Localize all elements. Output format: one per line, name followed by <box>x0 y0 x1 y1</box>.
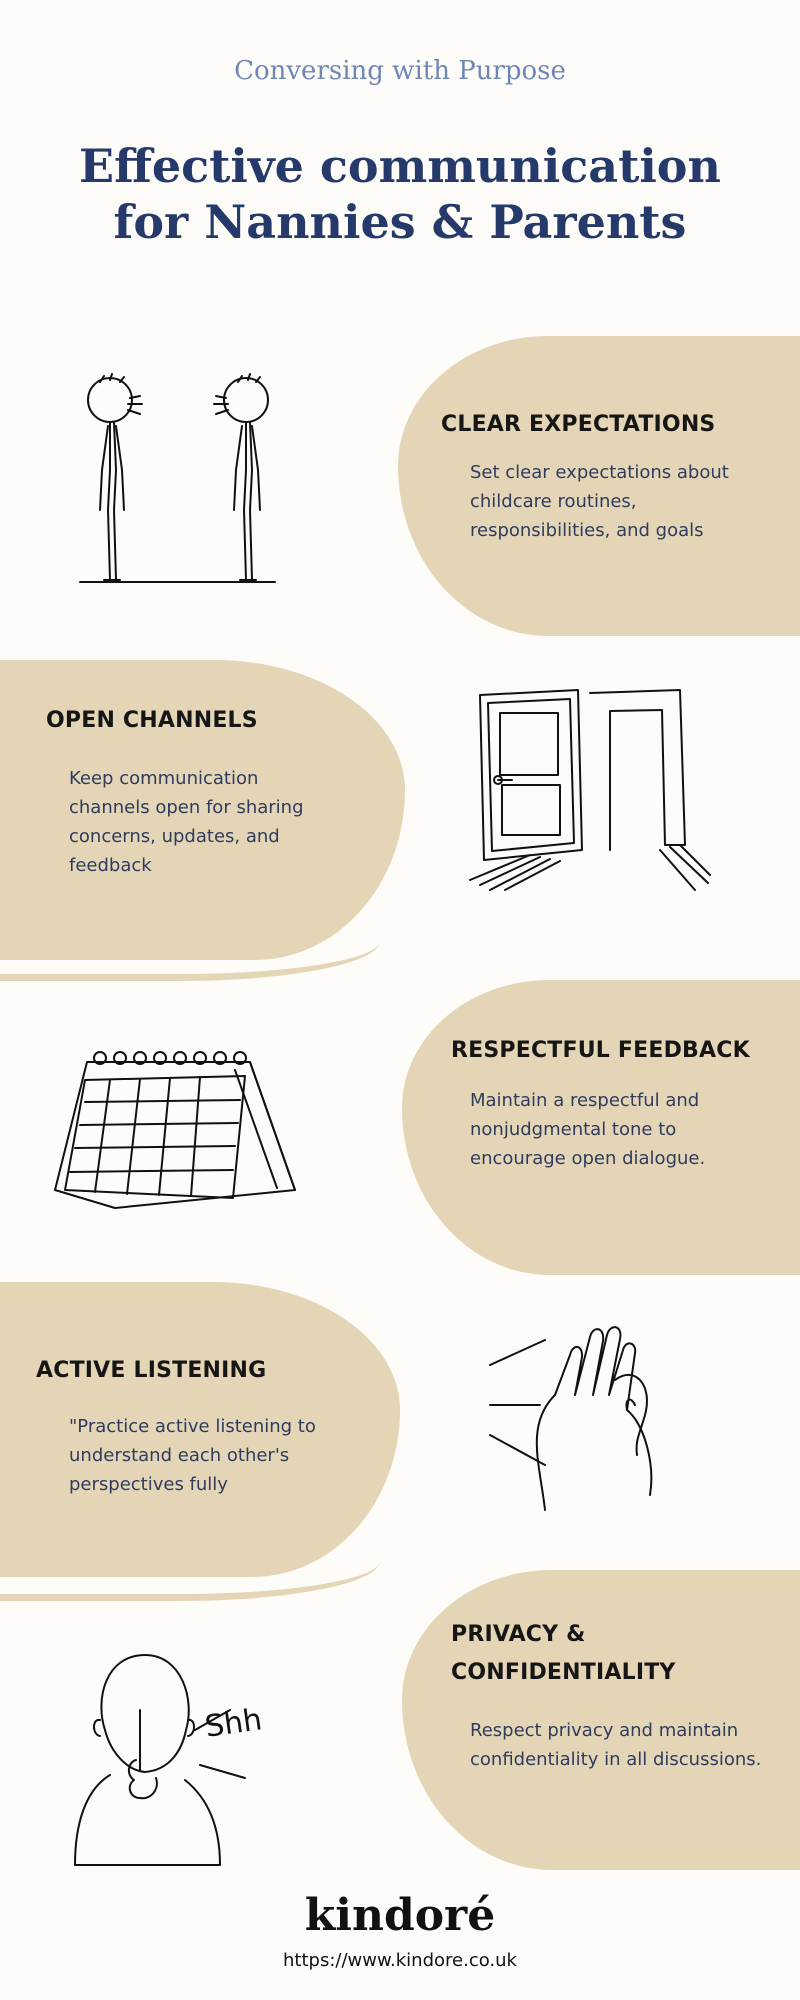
section-heading-privacy: PRIVACY & CONFIDENTIALITY <box>451 1622 676 1685</box>
open-door-icon <box>469 689 711 891</box>
section-text-respectful-feedback: Maintain a respectful and nonjudgmental … <box>470 1090 706 1169</box>
section-respectful-feedback-card <box>402 980 800 1275</box>
two-people-talking-icon <box>79 373 276 583</box>
section-active-listening-card <box>0 1282 400 1577</box>
section-privacy-card <box>402 1570 800 1870</box>
footer-url-link[interactable]: https://www.kindore.co.uk <box>283 1950 517 1971</box>
section-heading-active-listening: ACTIVE LISTENING <box>36 1358 267 1383</box>
section-text-clear-expectations: Set clear expectations about childcare r… <box>470 462 729 541</box>
section-text-privacy: Respect privacy and maintain confidentia… <box>470 1720 762 1770</box>
section-clear-expectations-card <box>398 336 800 636</box>
hand-to-ear-icon <box>489 1326 653 1511</box>
swoosh-divider <box>0 1550 380 1601</box>
section-heading-respectful-feedback: RESPECTFUL FEEDBACK <box>451 1038 750 1063</box>
section-text-active-listening: "Practice active listening to understand… <box>69 1416 316 1495</box>
brand-logo: kindoré <box>304 1890 496 1941</box>
page-title: Effective communication for Nannies & Pa… <box>79 139 721 249</box>
section-open-channels-card <box>0 660 405 960</box>
shh-person-icon <box>74 1654 246 1866</box>
page-subtitle: Conversing with Purpose <box>234 56 566 86</box>
section-heading-open-channels: OPEN CHANNELS <box>46 708 258 733</box>
desk-calendar-icon <box>54 1051 296 1209</box>
swoosh-divider <box>0 930 380 981</box>
section-heading-clear-expectations: CLEAR EXPECTATIONS <box>441 412 716 437</box>
section-text-open-channels: Keep communication channels open for sha… <box>69 768 304 876</box>
